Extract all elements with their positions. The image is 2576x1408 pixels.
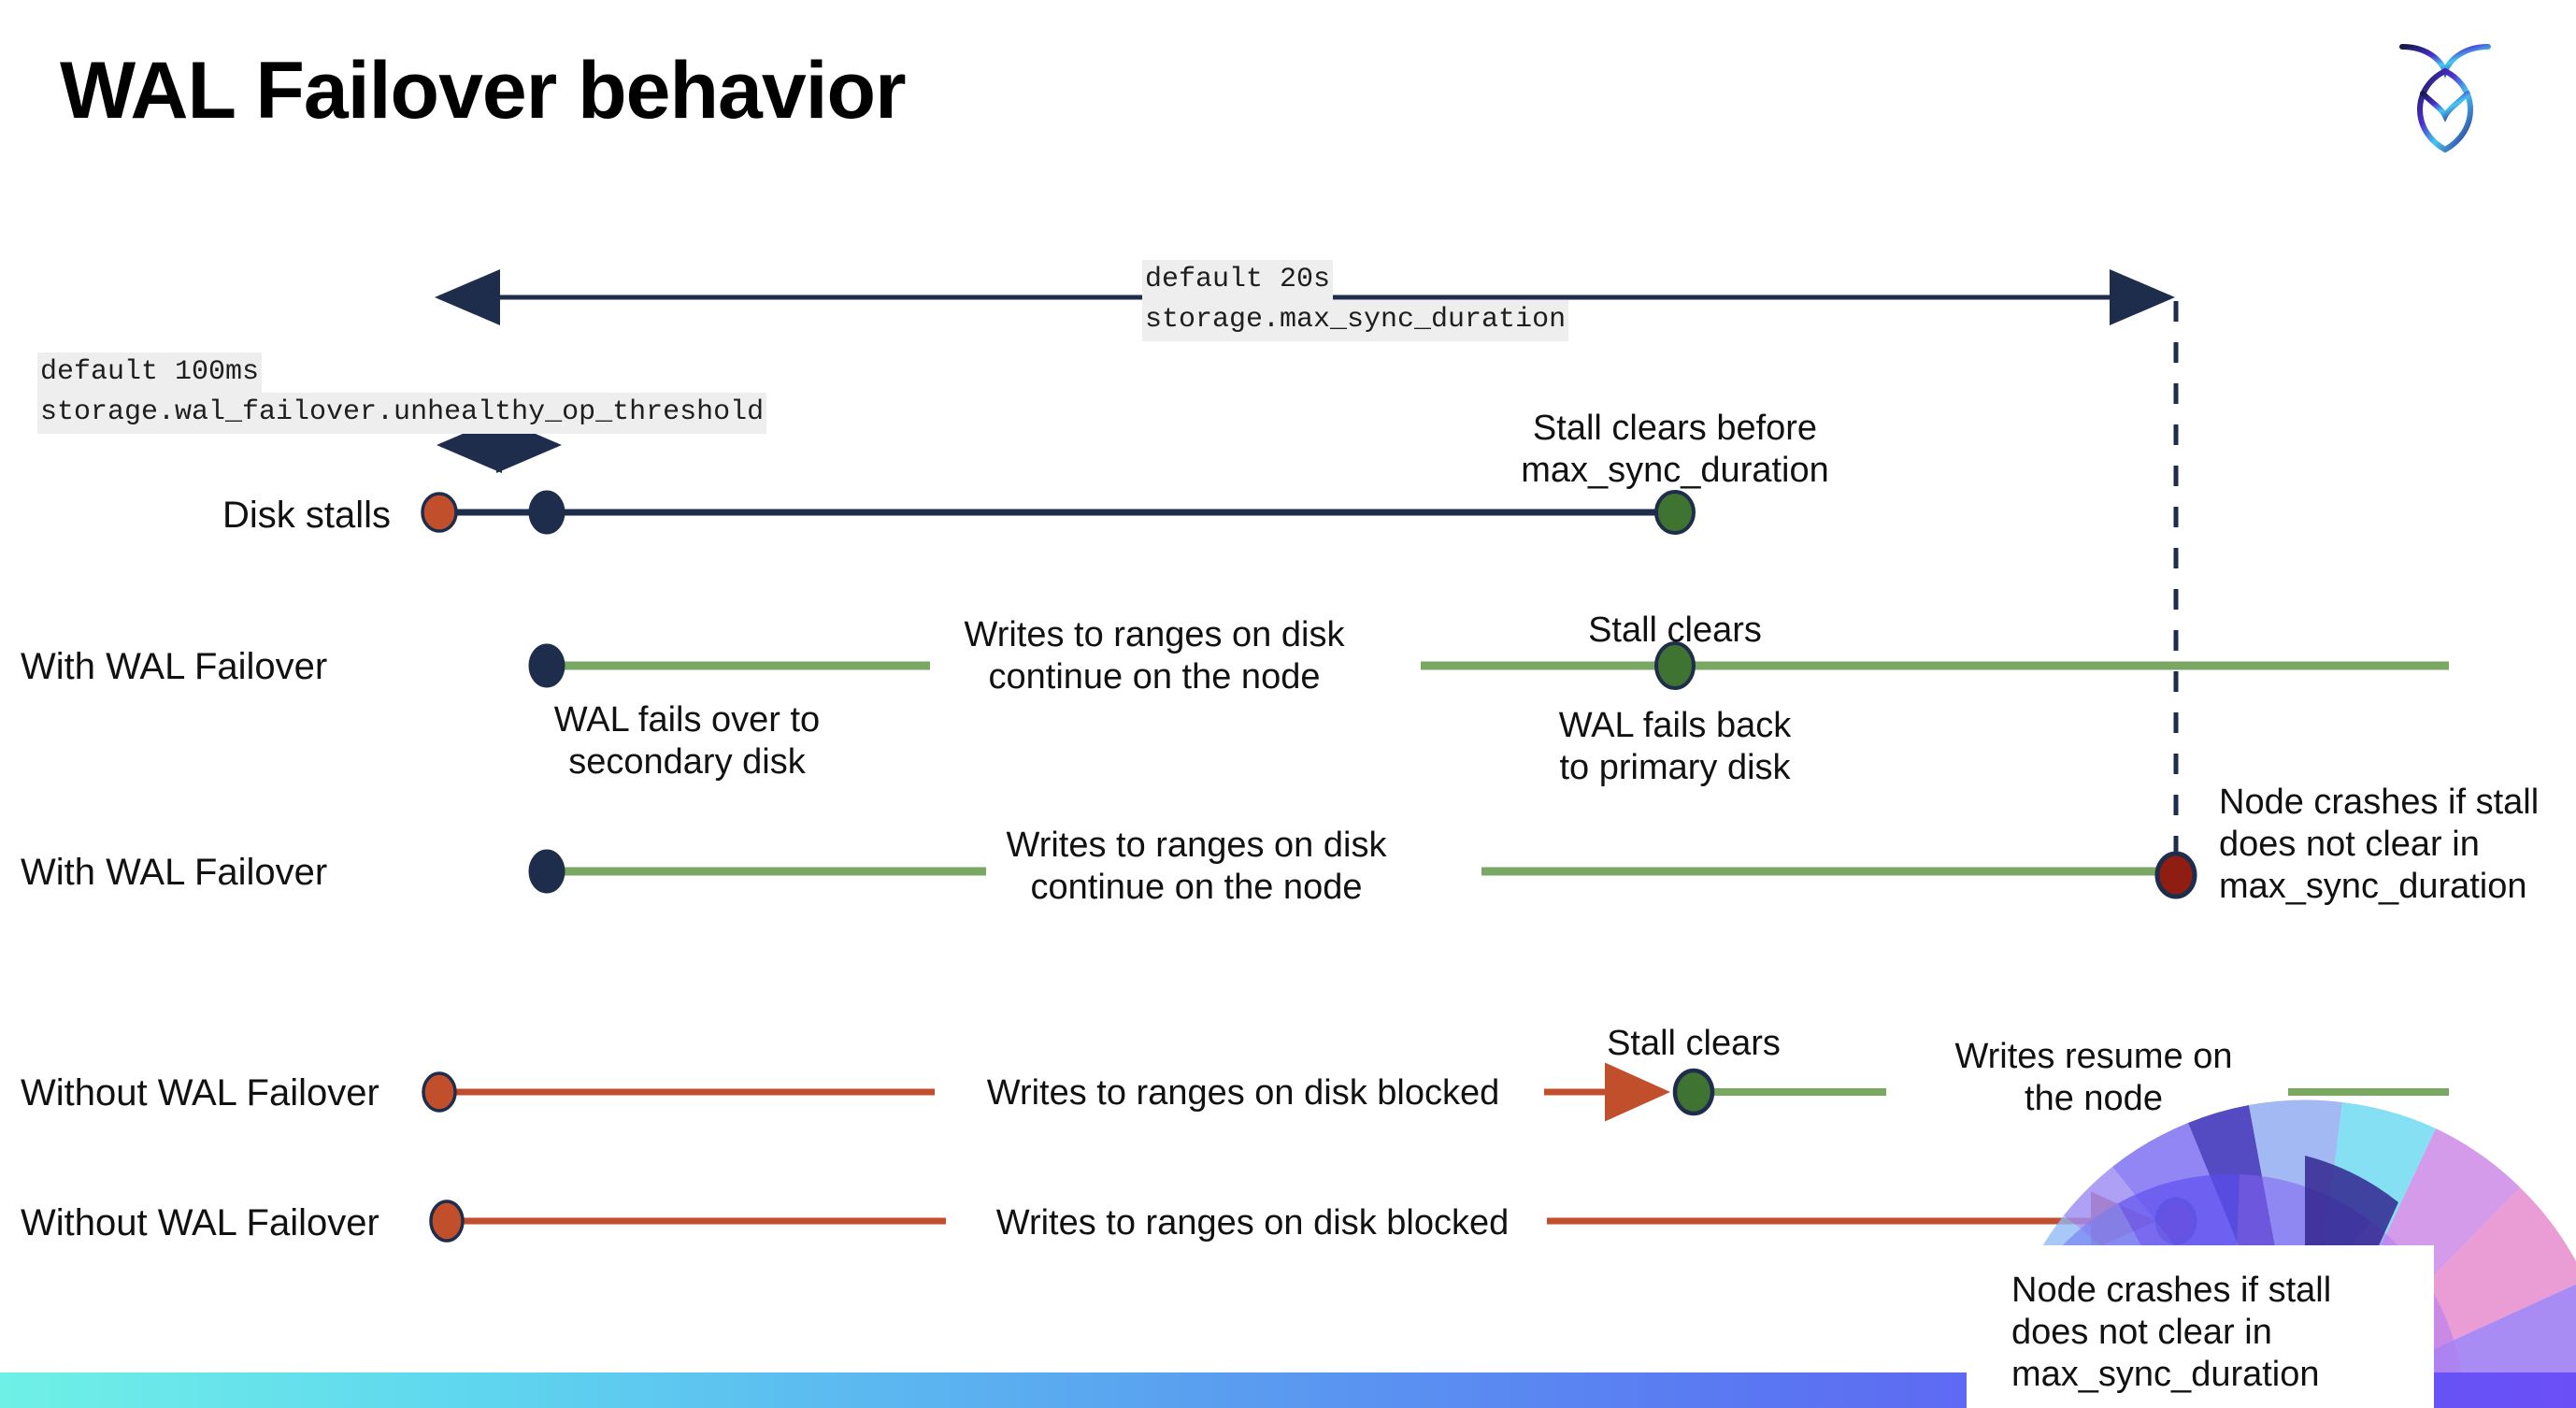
marker-wal-fails-over <box>528 849 565 894</box>
marker-stall-begins <box>421 492 458 533</box>
timeline-row-disk-stalls <box>421 490 1696 535</box>
marker-stall-clears <box>1672 1068 1715 1116</box>
row-label-disk-stalls: Disk stalls <box>222 495 392 536</box>
annotation-writes-continue-1: Writes to ranges on disk continue on the… <box>964 615 1345 697</box>
annotation-stall-clears-before: Stall clears before max_sync_duration <box>1521 409 1829 490</box>
annotation-writes-continue-2: Writes to ranges on disk continue on the… <box>1006 826 1387 907</box>
annotation-writes-blocked-1: Writes to ranges on disk blocked <box>986 1073 1500 1113</box>
annotation-writes-resume: Writes resume on the node <box>1954 1037 2233 1118</box>
annotation-node-crashes-2: Node crashes if stall does not clear in … <box>2011 1271 2332 1394</box>
timeline-row-without-failover-clears <box>422 1062 2449 1122</box>
row-label-with-wal-failover-2: With WAL Failover <box>21 852 328 893</box>
page-title: WAL Failover behavior <box>60 46 907 136</box>
unhealthy-op-threshold-label: default 100ms storage.wal_failover.unhea… <box>37 352 767 434</box>
max-sync-duration-label: default 20s storage.max_sync_duration <box>1142 260 1569 341</box>
annotation-stall-clears-2: Stall clears <box>1607 1024 1781 1063</box>
annotation-stall-clears-1: Stall clears <box>1588 611 1762 650</box>
row-label-without-wal-failover-1: Without WAL Failover <box>21 1072 379 1113</box>
marker-writes-blocked <box>429 1200 465 1243</box>
cockroachdb-logo-icon <box>2389 26 2501 157</box>
annotation-node-crashes-1: Node crashes if stall does not clear in … <box>2219 783 2540 906</box>
marker-node-crashes <box>2154 1197 2197 1245</box>
annotation-node-crashes-2-box: Node crashes if stall does not clear in … <box>1967 1245 2434 1408</box>
unhealthy-op-setting-name: storage.wal_failover.unhealthy_op_thresh… <box>37 393 767 434</box>
annotation-wal-fails-over: WAL fails over to secondary disk <box>553 700 821 782</box>
marker-failover-threshold <box>528 490 565 535</box>
marker-stall-clears <box>1654 490 1696 535</box>
max-sync-setting-name: storage.max_sync_duration <box>1142 300 1569 341</box>
marker-stall-clears <box>1654 641 1696 690</box>
row-label-with-wal-failover-1: With WAL Failover <box>21 646 328 687</box>
row-label-without-wal-failover-2: Without WAL Failover <box>21 1202 379 1243</box>
marker-node-crashes <box>2154 851 2197 899</box>
max-sync-default-text: default 20s <box>1142 260 1334 301</box>
timeline-row-with-failover-clears <box>528 641 2449 690</box>
annotation-writes-blocked-2: Writes to ranges on disk blocked <box>995 1203 1510 1243</box>
unhealthy-op-default-text: default 100ms <box>37 352 263 394</box>
marker-writes-blocked <box>422 1071 457 1113</box>
annotation-wal-fails-back: WAL fails back to primary disk <box>1558 706 1792 787</box>
timeline-row-with-failover-crash <box>528 849 2197 899</box>
marker-wal-fails-over <box>528 643 565 688</box>
